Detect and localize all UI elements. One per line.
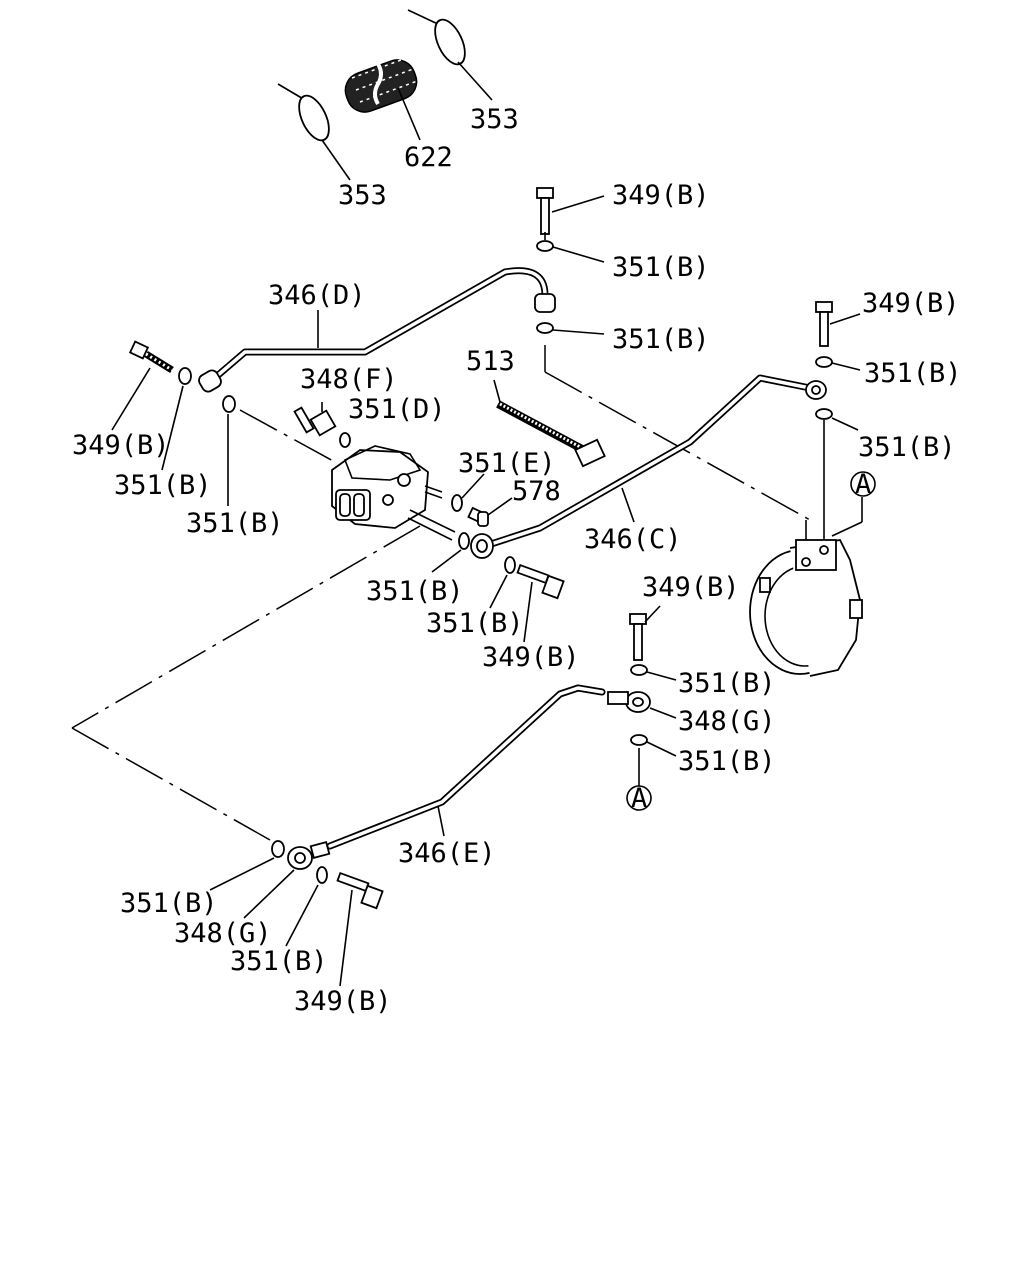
clip-353-top (407, 9, 493, 101)
ref-a-bottom-text: A (631, 783, 647, 814)
label-351b-6: 351(B) (186, 508, 284, 539)
pipe-346d (198, 267, 556, 393)
label-513: 513 (466, 346, 515, 377)
hose-622 (344, 55, 421, 141)
label-353-left: 353 (338, 180, 387, 211)
label-351b-4: 351(B) (858, 432, 956, 463)
label-353-top: 353 (470, 104, 519, 135)
tie-strap-513 (493, 379, 606, 468)
ref-a-top: A (850, 469, 876, 500)
label-351b-12: 351(B) (230, 946, 328, 977)
pipe-346c (431, 374, 827, 643)
label-349b-4: 349(B) (642, 572, 740, 603)
label-351b-11: 351(B) (120, 888, 218, 919)
label-348g-2: 348(G) (174, 918, 272, 949)
label-578: 578 (512, 476, 561, 507)
label-349b-1: 349(B) (612, 180, 710, 211)
bolt-349b-left (111, 340, 336, 506)
label-349b-5: 349(B) (482, 642, 580, 673)
label-348f: 348(F) (300, 364, 398, 395)
pump-assembly (71, 402, 456, 841)
label-346c: 346(C) (584, 524, 682, 555)
label-349b-2: 349(B) (862, 288, 960, 319)
label-348g-1: 348(G) (678, 706, 776, 737)
label-349b-6: 349(B) (294, 986, 392, 1017)
bolt-349b-center-right (607, 605, 677, 757)
ref-a-top-text: A (855, 469, 871, 500)
bolt-349b-right (805, 301, 863, 560)
label-346e: 346(E) (398, 838, 496, 869)
label-351b-8: 351(B) (426, 608, 524, 639)
compressor-body (749, 539, 863, 677)
label-351b-3: 351(B) (864, 358, 962, 389)
ref-a-bottom: A (626, 748, 652, 814)
label-622: 622 (404, 142, 453, 173)
label-351b-2: 351(B) (612, 324, 710, 355)
label-351b-1: 351(B) (612, 252, 710, 283)
pipe-346e (209, 684, 606, 987)
clip-353-left (277, 83, 351, 181)
label-351b-5: 351(B) (114, 470, 212, 501)
label-349b-3: 349(B) (72, 430, 170, 461)
label-351e: 351(E) (458, 448, 556, 479)
label-351b-9: 351(B) (678, 668, 776, 699)
washer-351e-bolt-578 (451, 473, 513, 527)
label-351b-10: 351(B) (678, 746, 776, 777)
label-346d: 346(D) (268, 280, 366, 311)
label-351b-7: 351(B) (366, 576, 464, 607)
label-351d: 351(D) (348, 394, 446, 425)
